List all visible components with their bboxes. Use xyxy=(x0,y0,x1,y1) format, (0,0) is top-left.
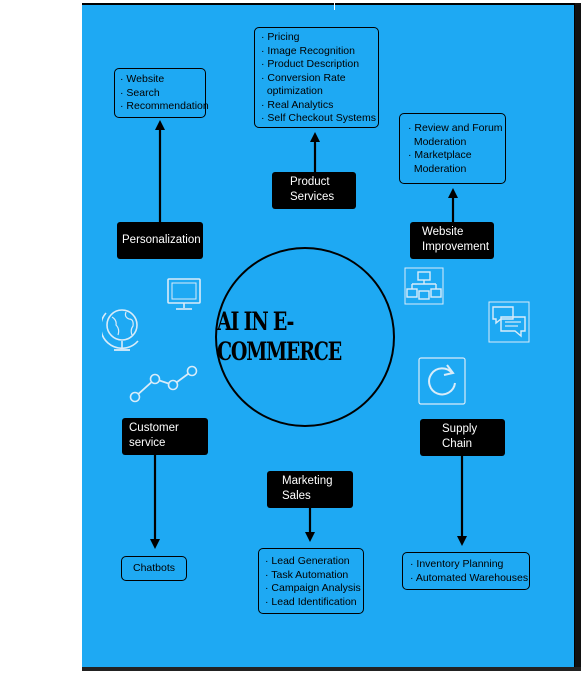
frame-shadow-bottom xyxy=(82,667,581,671)
detail-item: · Search xyxy=(120,86,160,99)
detail-item: · Pricing xyxy=(261,31,300,43)
detail-item: · Task Automation xyxy=(265,568,349,581)
detail-item: · Review and Forum xyxy=(408,122,503,134)
node-label-line: Improvement xyxy=(422,241,490,253)
node-label-line: Supply xyxy=(442,423,478,435)
detail-item: · Image Recognition xyxy=(261,44,355,57)
node-label-line: Product xyxy=(290,176,330,188)
center-hub: AI IN E-COMMERCE xyxy=(215,247,395,427)
flowchart-icon xyxy=(404,267,444,305)
top-marker xyxy=(334,0,335,10)
personalization-details: · Website· Search· Recommendation xyxy=(114,68,209,118)
node-label-line: Customer xyxy=(129,422,179,434)
supply-chain-list: · Inventory Planning· Automated Warehous… xyxy=(410,558,529,585)
detail-item: Moderation xyxy=(408,162,467,175)
node-label-line: Personalization xyxy=(122,234,201,246)
node-personalization: Personalization xyxy=(117,222,203,259)
detail-item: · Lead Generation xyxy=(265,555,350,567)
detail-item: · Automated Warehouses xyxy=(410,571,529,584)
detail-item: · Product Description xyxy=(261,58,360,70)
node-label-line: Website xyxy=(422,226,464,238)
detail-item: · Marketplace xyxy=(408,149,472,161)
supply-chain-details: · Inventory Planning· Automated Warehous… xyxy=(402,552,530,590)
node-label-line: Marketing xyxy=(282,475,333,487)
website-improvement-details: · Review and Forum Moderation· Marketpla… xyxy=(399,113,506,184)
personalization-list: · Website· Search· Recommendation xyxy=(120,73,209,114)
frame-shadow-right xyxy=(575,3,581,671)
node-label-line: Sales xyxy=(282,490,311,502)
detail-item: Moderation xyxy=(408,135,467,148)
customer-service-list: Chatbots xyxy=(133,562,186,576)
refresh-icon xyxy=(418,357,466,405)
detail-item: · Conversion Rate xyxy=(261,71,346,84)
detail-item: optimization xyxy=(261,85,323,97)
detail-item: · Campaign Analysis xyxy=(265,582,361,594)
globe-icon xyxy=(102,309,139,351)
marketing-sales-details: · Lead Generation· Task Automation· Camp… xyxy=(258,548,364,614)
chat-icon xyxy=(488,301,530,343)
detail-item: · Real Analytics xyxy=(261,98,334,111)
detail-item: Chatbots xyxy=(133,562,176,574)
node-customer-service: Customer service xyxy=(122,418,208,455)
node-label-line: service xyxy=(129,437,166,449)
detail-item: · Lead Identification xyxy=(265,595,357,608)
center-title: AI IN E-COMMERCE xyxy=(217,307,342,367)
detail-item: · Website xyxy=(120,73,165,85)
monitor-icon xyxy=(167,278,201,310)
detail-item: · Inventory Planning xyxy=(410,558,504,570)
detail-item: · Self Checkout Systems xyxy=(261,112,376,124)
website-improvement-list: · Review and Forum Moderation· Marketpla… xyxy=(408,122,503,176)
trend-line-icon xyxy=(129,365,198,403)
customer-service-details: Chatbots xyxy=(121,556,187,581)
marketing-sales-list: · Lead Generation· Task Automation· Camp… xyxy=(265,555,361,609)
detail-item: · Recommendation xyxy=(120,100,209,112)
product-services-list: · Pricing· Image Recognition· Product De… xyxy=(261,31,376,126)
node-label-line: Chain xyxy=(442,438,473,450)
node-label-line: Services xyxy=(290,191,335,203)
product-services-details: · Pricing· Image Recognition· Product De… xyxy=(254,27,379,128)
